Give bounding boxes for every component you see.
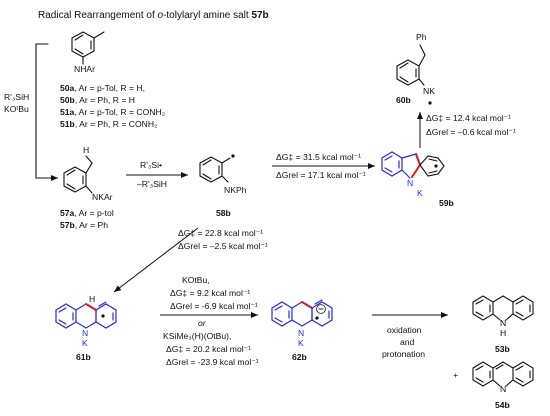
compound-59b-id: 59b — [439, 198, 454, 208]
compound-57b-line: 57b, Ar = Ph — [60, 220, 108, 230]
compound-61b-id: 61b — [76, 352, 91, 362]
structure-57 — [63, 155, 93, 194]
plus-sign: + — [453, 370, 458, 380]
compound-60b-id: 60b — [396, 95, 411, 105]
compound-62b-id: 62b — [292, 352, 307, 362]
step5-reagent-1: KOtBu, — [182, 275, 210, 285]
compound-51a-line: 51a, Ar = p-Tol, R = CONH₂ — [60, 107, 165, 117]
radical-dot-60b — [428, 101, 432, 105]
step6-line-2: and — [400, 337, 415, 347]
structure-53b — [472, 295, 534, 321]
compound-57-amine-label: NKAr — [92, 192, 113, 202]
step3-activation-energy: ΔG‡ = 12.4 kcal mol⁻¹ — [426, 113, 511, 123]
compound-61b-nitrogen: N — [82, 328, 88, 338]
compound-50a-line: 50a, Ar = p-Tol, R = H, — [60, 83, 145, 93]
left-bracket — [35, 43, 51, 179]
step5-or: or — [198, 318, 207, 328]
step5-relative-energy-2: ΔGrel = -23.9 kcal mol⁻¹ — [166, 357, 259, 367]
compound-53b-nitrogen: N — [500, 318, 506, 328]
radical-dot-62b — [315, 316, 319, 320]
compound-57-hydrogen: H — [83, 145, 89, 155]
step5-activation-energy-2: ΔG‡ = 20.2 kcal mol⁻¹ — [166, 344, 251, 354]
radical-dot-58b — [231, 154, 235, 158]
structure-54b — [472, 361, 534, 387]
structure-60b — [396, 44, 426, 86]
step1-reagent: R'₃Si• — [140, 160, 162, 170]
structure-58b — [199, 156, 231, 183]
step4-arrow — [113, 227, 199, 293]
step2-activation-energy: ΔG‡ = 31.5 kcal mol⁻¹ — [276, 152, 361, 162]
step4-activation-energy: ΔG‡ = 22.8 kcal mol⁻¹ — [178, 228, 263, 238]
negative-charge-circle — [316, 304, 326, 314]
compound-54b-nitrogen: N — [500, 384, 506, 394]
compound-50b-line: 50b, Ar = Ph, R = H — [60, 95, 135, 105]
step1-byproduct: –R'₃SiH — [137, 179, 167, 189]
radical-dot-61b — [101, 314, 105, 318]
compound-54b-id: 54b — [495, 400, 510, 410]
compound-62b-nitrogen: N — [298, 328, 304, 338]
compound-61b-hydrogen: H — [89, 294, 95, 304]
step6-line-3: protonation — [382, 349, 425, 359]
compound-60b-phenyl: Ph — [416, 32, 427, 42]
reagent-base: KOᵗBu — [4, 104, 29, 114]
structure-59b — [381, 151, 445, 179]
step4-relative-energy: ΔGrel = –2.5 kcal mol⁻¹ — [178, 241, 268, 251]
scheme-title: Radical Rearrangement of o-tolylaryl ami… — [38, 10, 269, 21]
compound-53b-id: 53b — [495, 344, 510, 354]
step5-activation-energy-1: ΔG‡ = 9.2 kcal mol⁻¹ — [170, 288, 250, 298]
step5-reagent-2: KSiMe₃(H)(OtBu), — [163, 331, 231, 341]
radical-dot-59b — [434, 164, 438, 168]
step6-line-1: oxidation — [387, 325, 422, 335]
compound-53b-hydrogen: H — [500, 328, 506, 338]
compound-59b-nitrogen: N — [407, 178, 413, 188]
compound-58b-id: 58b — [216, 208, 231, 218]
reagent-silane: R'₃SiH — [4, 92, 29, 102]
structure-50 — [71, 31, 105, 65]
step2-relative-energy: ΔGrel = 17.1 kcal mol⁻¹ — [276, 170, 366, 180]
compound-59b-potassium: K — [417, 188, 423, 198]
compound-57a-line: 57a, Ar = p-tol — [60, 208, 114, 218]
structure-62b — [271, 299, 333, 327]
compound-61b-potassium: K — [82, 338, 88, 348]
compound-51b-line: 51b, Ar = Ph, R = CONH₂ — [60, 119, 157, 129]
structure-61b — [55, 301, 117, 329]
compound-50-amine-label: NHAr — [74, 64, 95, 74]
compound-62b-potassium: K — [298, 338, 304, 348]
step3-relative-energy: ΔGrel = –0.6 kcal mol⁻¹ — [426, 127, 516, 137]
compound-60b-amine-label: NK — [423, 86, 435, 96]
compound-58b-amine-label: NKPh — [224, 185, 247, 195]
step5-relative-energy-1: ΔGrel = -6.9 kcal mol⁻¹ — [170, 301, 258, 311]
